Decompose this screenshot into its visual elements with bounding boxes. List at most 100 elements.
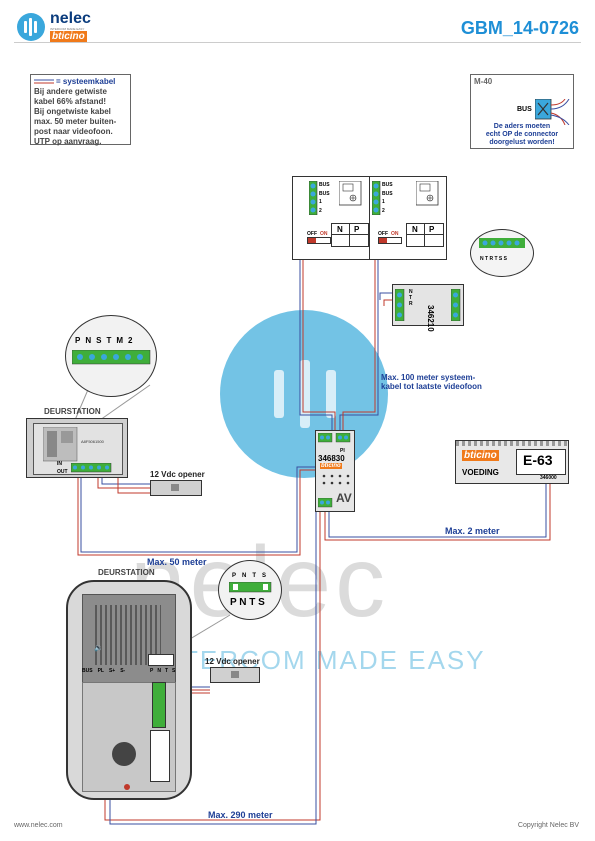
videophone-1-terminal-icon — [309, 181, 318, 215]
legend-line: kabel 66% afstand! — [34, 97, 107, 106]
door-station-1-board-icon — [43, 427, 78, 462]
door-station-1-out: OUT — [57, 469, 68, 475]
distributor-pi: PI — [340, 448, 345, 454]
distance-50: Max. 50 meter — [147, 557, 207, 567]
door-station-2-label: DEURSTATION — [98, 568, 155, 577]
vp1-switch[interactable] — [307, 237, 331, 244]
distributor-code: 346830 — [318, 454, 345, 463]
zoom-top-terminal-block-icon — [72, 350, 151, 365]
distance-100-line2: kabel tot laatste videofoon — [381, 382, 482, 391]
ds2-pnts: P — [150, 668, 154, 674]
module-zoom-terminals-icon — [479, 238, 525, 248]
ds2-pnts: T — [164, 668, 169, 674]
module-zoom-terms: N T R T S S — [480, 256, 507, 262]
videophone-2: BUS BUS 1 2 OFF ON N P — [369, 176, 447, 260]
opener-2-label: 12 Vdc opener — [205, 657, 260, 666]
zoom-top-term: T — [106, 336, 112, 345]
zoom-top-term: S — [96, 336, 102, 345]
distributor-brand: bticino — [320, 463, 342, 469]
vp1-p: P — [354, 225, 360, 234]
videophone-1-screen-icon — [339, 181, 362, 206]
vp2-on-label: ON — [391, 231, 399, 237]
videophone-2-screen-icon — [416, 181, 439, 206]
header-divider — [14, 42, 581, 43]
module-right-terminal-icon — [451, 289, 461, 321]
door-station-2-camera — [112, 742, 136, 766]
nelec-logo-icon — [17, 13, 45, 41]
system-cable-swatch-icon — [34, 79, 54, 84]
door-station-1-in: IN — [57, 461, 62, 467]
brand-name: nelec — [50, 10, 91, 27]
svg-text:🔉: 🔉 — [94, 644, 103, 652]
distributor-346830: PI 346830 bticino AV — [315, 430, 355, 512]
zoom-bottom-term: N — [242, 573, 247, 579]
distributor-bottom-terminals-icon — [318, 498, 333, 508]
zoom-top-term: M — [116, 336, 124, 345]
brand-tagline: INTERCOM MADE EASY — [50, 27, 85, 31]
header-logo: nelec INTERCOM MADE EASY bticino — [16, 10, 126, 42]
distributor-av: AV — [336, 491, 352, 505]
module-term: T — [409, 295, 413, 301]
vp2-switch[interactable] — [378, 237, 402, 244]
vp1-on-label: ON — [320, 231, 328, 237]
vp2-p: P — [429, 225, 435, 234]
zoom-top-term: P — [75, 336, 81, 345]
doc-code: GBM_14-0726 — [460, 18, 579, 38]
door-station-1-code: A8F5061500 — [81, 439, 104, 444]
m40-box: M-40 BUS De aders moeten echt OP de conn… — [470, 74, 574, 149]
footer-website[interactable]: www.nelec.com — [14, 822, 63, 829]
distributor-dots-icon — [322, 474, 350, 485]
legend-line: max. 50 meter buiten- — [34, 117, 117, 126]
watermark-tagline: INTERCOM MADE EASY — [152, 645, 486, 675]
vp1-terminal: BUS — [319, 190, 330, 197]
m40-note-line: De aders moeten — [493, 123, 551, 130]
vp2-n: N — [412, 225, 418, 234]
opener-2 — [210, 667, 260, 683]
m40-note-line: echt OP de connector — [485, 131, 559, 138]
power-supply-code: 346000 — [540, 475, 557, 481]
module-346210-zoom: N T R T S S — [470, 229, 534, 277]
module-term: N — [409, 289, 413, 295]
opener-1 — [150, 480, 202, 496]
sub-brand: bticino — [50, 31, 87, 42]
door-station-2: 🔉 BUS PL S+ S- P N T S — [66, 580, 192, 800]
videophone-1: BUS BUS 1 2 OFF ON N P — [292, 176, 370, 260]
vp2-off-label: OFF — [378, 231, 388, 237]
ds2-term: S- — [120, 668, 126, 674]
power-supply-model: E-63 — [523, 452, 553, 468]
vp2-terminal: 2 — [382, 207, 385, 214]
footer-copyright: Copyright Nelec BV — [517, 822, 579, 829]
power-supply: bticino E-63 VOEDING 346000 — [455, 440, 569, 484]
detail-zoom-top: P N S T M 2 — [65, 315, 157, 397]
vp1-terminal: BUS — [319, 182, 330, 188]
distance-290: Max. 290 meter — [208, 810, 273, 820]
module-left-terminal-icon — [395, 289, 405, 321]
ds2-term: BUS — [82, 668, 93, 674]
vp1-terminal: 2 — [319, 207, 322, 214]
legend-line: Bij andere getwiste — [34, 87, 107, 96]
ds2-pnts: N — [157, 668, 161, 674]
m40-title: M-40 — [474, 77, 493, 86]
ds2-pnts: S — [172, 668, 176, 674]
zoom-bottom-terminal-icon — [229, 582, 272, 593]
module-346210: N T R 346210 — [392, 284, 464, 332]
zoom-bottom-caption: P N T S — [230, 597, 265, 608]
ds2-term: S+ — [108, 668, 116, 674]
legend-line: UTP op aanvraag. — [34, 137, 102, 146]
door-station-2-indicator-icon: 🔉 — [94, 644, 103, 652]
zoom-bottom-term: S — [262, 573, 267, 579]
vp2-terminal: BUS — [382, 190, 393, 197]
ds2-term: PL — [97, 668, 104, 674]
distributor-top-terminals-icon — [318, 433, 351, 443]
module-term: R — [409, 301, 413, 307]
detail-zoom-bottom: P N T S P N T S — [218, 560, 282, 620]
power-supply-brand: bticino — [462, 450, 499, 461]
vp2-terminal: BUS — [382, 182, 393, 188]
distance-2: Max. 2 meter — [445, 526, 500, 536]
door-station-1-label: DEURSTATION — [44, 407, 101, 416]
m40-bus-label: BUS — [517, 106, 532, 113]
zoom-bottom-term: T — [252, 573, 257, 579]
zoom-top-term: N — [85, 336, 92, 345]
vp1-n: N — [337, 225, 343, 234]
vp2-terminal: 1 — [382, 199, 385, 205]
